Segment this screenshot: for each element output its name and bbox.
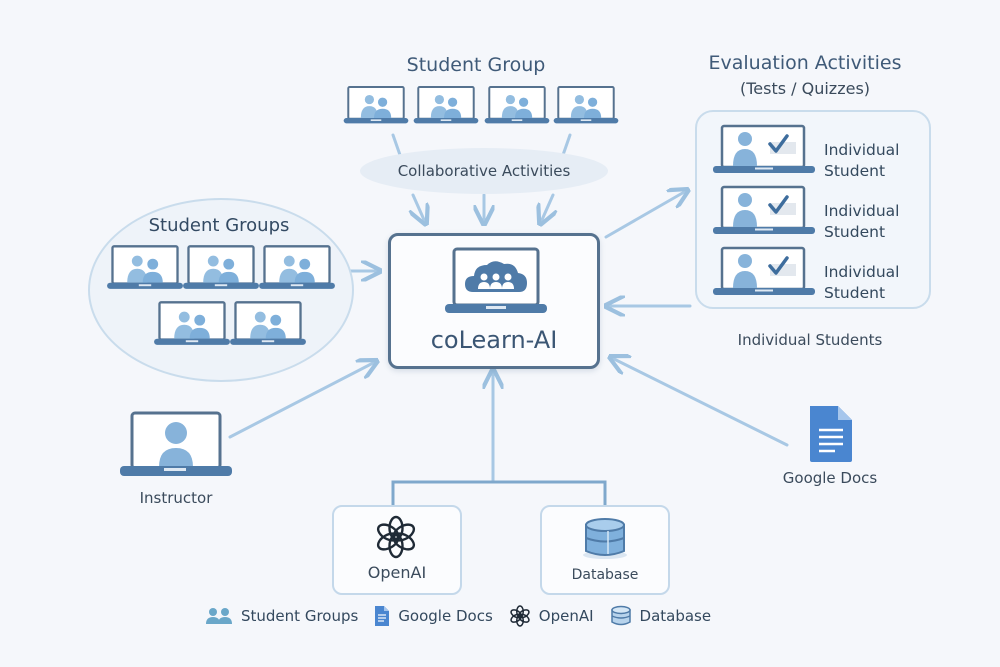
legend-item-openai: OpenAI xyxy=(509,605,594,627)
openai-node[interactable]: OpenAI xyxy=(332,505,462,595)
colearn-ai-node[interactable]: coLearn-AI xyxy=(388,233,600,369)
arrow-docs-to-core xyxy=(612,358,789,447)
student-groups-ellipse xyxy=(88,198,354,382)
top-group-title: Student Group xyxy=(406,54,546,76)
legend-label-google-docs: Google Docs xyxy=(398,607,493,625)
arrow-core-to-eval xyxy=(604,191,686,239)
arrow-collab-3 xyxy=(541,193,553,222)
student-label-line1: Individual xyxy=(824,202,900,220)
connector-top-4 xyxy=(561,133,572,157)
openai-label: OpenAI xyxy=(367,563,427,582)
evaluation-subtitle: (Tests / Quizzes) xyxy=(739,79,871,98)
database-label: Database xyxy=(571,567,639,583)
database-node[interactable]: Database xyxy=(540,505,670,595)
database-icon xyxy=(583,518,627,559)
connector-services-tree xyxy=(391,480,607,505)
student-group-laptop-icon xyxy=(553,86,619,124)
student-label-line2: Student xyxy=(824,284,886,302)
legend-item-google-docs: Google Docs xyxy=(374,605,493,627)
student-quiz-laptop-icon xyxy=(713,124,815,173)
legend-item-database: Database xyxy=(610,605,712,627)
student-label-line2: Student xyxy=(824,162,886,180)
google-docs-label: Google Docs xyxy=(782,469,878,487)
student-group-laptop-icon xyxy=(230,301,306,345)
student-label-line1: Individual xyxy=(824,141,900,159)
student-group-laptop-icon xyxy=(343,86,409,124)
connector-top-1 xyxy=(391,133,402,157)
google-docs-icon xyxy=(810,406,852,462)
arrow-collab-1 xyxy=(413,193,425,222)
student-group-laptop-icon xyxy=(183,245,259,289)
individual-students-caption: Individual Students xyxy=(737,331,883,349)
openai-icon xyxy=(376,515,416,559)
legend-label-database: Database xyxy=(639,607,712,625)
legend-label-openai: OpenAI xyxy=(538,607,594,625)
legend-label-student-groups: Student Groups xyxy=(241,607,359,625)
instructor-laptop-icon xyxy=(120,411,232,476)
student-group-laptop-icon xyxy=(413,86,479,124)
collaborative-activities-ellipse xyxy=(360,148,608,194)
arrow-instructor-to-core xyxy=(228,362,375,439)
database-icon xyxy=(610,605,631,626)
cloud-users-icon xyxy=(445,247,547,313)
legend-item-student-groups: Student Groups xyxy=(205,607,358,625)
evaluation-title: Evaluation Activities xyxy=(708,52,902,74)
student-label-line2: Student xyxy=(824,223,886,241)
colearn-ai-label: coLearn-AI xyxy=(430,326,558,354)
instructor-label: Instructor xyxy=(139,489,213,507)
student-label-line1: Individual xyxy=(824,263,900,281)
student-group-laptop-icon xyxy=(154,301,230,345)
student-groups-title: Student Groups xyxy=(148,215,290,236)
student-group-laptop-icon xyxy=(484,86,550,124)
google-docs-icon xyxy=(375,606,390,626)
student-group-laptop-icon xyxy=(107,245,183,289)
collaborative-activities-label: Collaborative Activities xyxy=(397,162,571,180)
student-group-laptop-icon xyxy=(259,245,335,289)
openai-icon xyxy=(510,605,530,627)
student-quiz-laptop-icon xyxy=(713,246,815,295)
student-quiz-laptop-icon xyxy=(713,185,815,234)
student-groups-icon xyxy=(206,608,232,624)
legend: Student Groups Google Docs OpenAI Dat xyxy=(205,604,717,628)
